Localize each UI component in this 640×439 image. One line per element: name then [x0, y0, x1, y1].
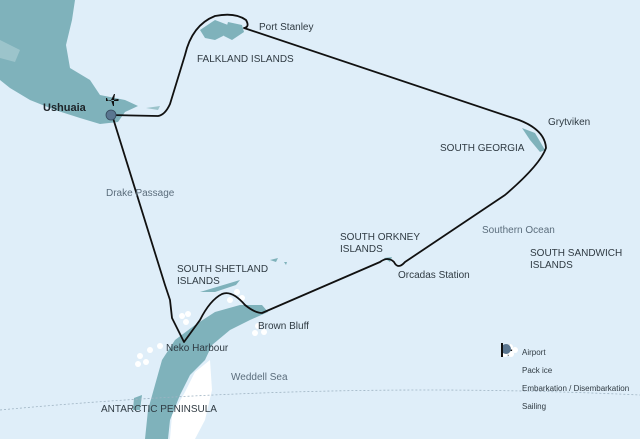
label-line: SOUTH ORKNEY [340, 232, 421, 243]
label-orcadas-station: Orcadas Station [398, 270, 470, 281]
label-drake-passage: Drake Passage [106, 188, 175, 199]
land-south-georgia [522, 128, 545, 152]
label-weddell-sea: Weddell Sea [231, 372, 288, 383]
label-line: SOUTH SHETLAND [177, 264, 269, 275]
land-tierra-del-fuego [0, 0, 138, 124]
legend-label: Sailing [522, 401, 547, 411]
legend-item-embarkation: Embarkation / Disembarkation [500, 344, 630, 397]
label-grytviken: Grytviken [548, 117, 591, 128]
legend-label: Pack ice [522, 365, 553, 375]
land-antarctic-peninsula [145, 305, 268, 439]
label-ushuaia: Ushuaia [43, 102, 86, 114]
legend-label: Embarkation / Disembarkation [522, 383, 630, 393]
legend-item-sailing: Sailing [500, 343, 629, 415]
latitude-line [0, 389, 640, 411]
sailing-route [109, 13, 547, 343]
label-antarctic-peninsula: ANTARCTIC PENINSULA [101, 404, 217, 415]
label-line: ISLANDS [530, 260, 573, 271]
land-falkland-islands [200, 20, 244, 40]
legend-item-pack-ice: Pack ice [500, 344, 629, 379]
label-port-stanley: Port Stanley [259, 22, 314, 33]
label-south-orkney-islands: SOUTH ORKNEY ISLANDS [340, 232, 420, 256]
label-line: ISLANDS [177, 276, 220, 287]
map-legend: Airport Pack ice Embarkation / Disembark… [500, 343, 629, 415]
embarkation-dot-ushuaia [105, 109, 117, 121]
label-falkland-islands: FALKLAND ISLANDS [197, 54, 294, 65]
label-south-shetland-islands: SOUTH SHETLAND ISLANDS [177, 264, 268, 288]
pack-ice [135, 289, 267, 367]
label-south-sandwich-islands: SOUTH SANDWICH ISLANDS [530, 248, 622, 272]
land-peninsula-ice [170, 360, 212, 439]
label-brown-bluff: Brown Bluff [258, 321, 309, 332]
label-south-georgia: SOUTH GEORGIA [440, 143, 525, 154]
legend-item-airport: Airport [500, 343, 629, 361]
label-neko-harbour: Neko Harbour [166, 343, 229, 354]
label-southern-ocean: Southern Ocean [482, 225, 555, 236]
label-line: ISLANDS [340, 244, 383, 255]
legend-label: Airport [522, 347, 546, 357]
airplane-icon [106, 94, 119, 106]
label-line: SOUTH SANDWICH [530, 248, 623, 259]
